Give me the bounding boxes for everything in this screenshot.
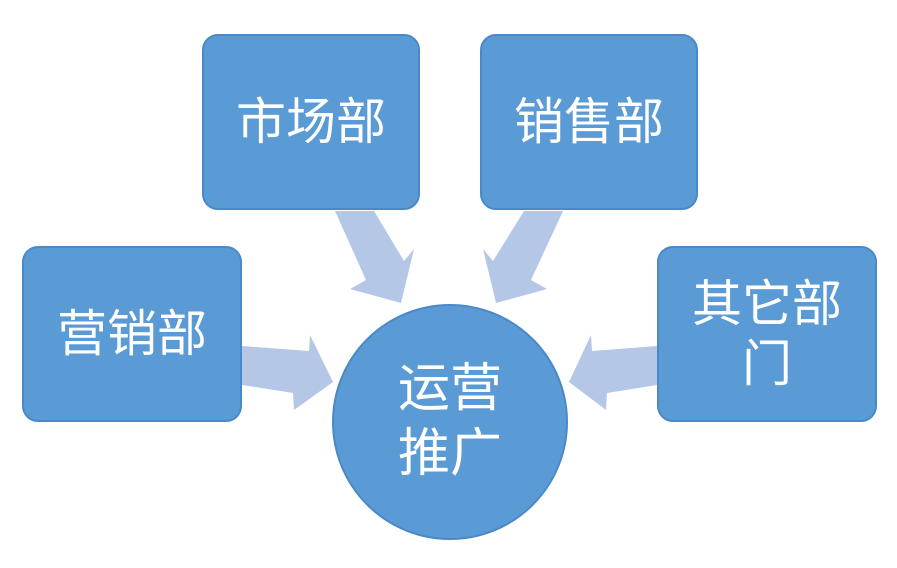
node-market-dept: 市场部 <box>202 34 420 210</box>
arrow-marketing-to-center <box>242 335 333 410</box>
node-marketing-dept-label: 营销部 <box>57 305 207 363</box>
arrow-other-to-center <box>569 335 657 410</box>
arrow-sales-to-center <box>483 211 563 303</box>
node-sales-dept-label: 销售部 <box>514 93 664 151</box>
node-other-dept-label-line2: 门 <box>742 335 792 393</box>
center-node-label-line1: 运营 <box>397 359 502 419</box>
node-other-dept-label-line1: 其它部 <box>692 275 842 333</box>
center-node-operations: 运营 推广 <box>332 304 568 540</box>
center-node-label-line2: 推广 <box>397 424 502 484</box>
node-sales-dept: 销售部 <box>480 34 698 210</box>
node-other-dept: 其它部 门 <box>657 246 877 422</box>
node-market-dept-label: 市场部 <box>236 93 386 151</box>
arrow-market-to-center <box>335 211 414 303</box>
node-marketing-dept: 营销部 <box>22 246 242 422</box>
